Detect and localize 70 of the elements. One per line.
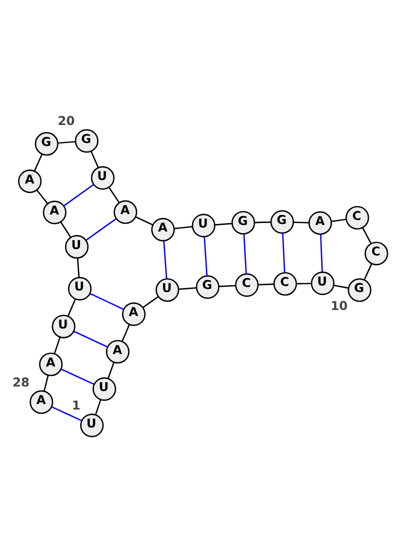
connector <box>68 298 76 316</box>
node-circle: A <box>30 390 54 414</box>
node-circle: G <box>348 278 372 302</box>
node-circle: C <box>273 272 297 296</box>
node-circle: A <box>106 339 130 364</box>
node-circle: G <box>270 210 294 234</box>
connector <box>163 240 168 278</box>
connector <box>136 216 154 225</box>
connector <box>60 368 94 384</box>
node-label: 20 <box>58 114 75 128</box>
connector <box>36 189 48 204</box>
node-circle: A <box>18 168 42 193</box>
node-circle: U <box>192 213 216 237</box>
node-circle: C <box>346 205 370 230</box>
connector <box>331 218 346 222</box>
connector <box>204 236 208 276</box>
connector <box>90 150 99 168</box>
node-circle: U <box>65 234 89 258</box>
connector <box>282 232 286 272</box>
connector <box>254 221 271 223</box>
connector <box>215 222 232 225</box>
connector <box>60 221 72 238</box>
node-circle: U <box>156 278 180 302</box>
node-circle: C <box>364 241 388 265</box>
node-circle: A <box>151 217 175 241</box>
node-circle: G <box>34 132 58 156</box>
connector <box>108 186 120 203</box>
node-label: 1 <box>72 398 80 412</box>
node-label: 28 <box>12 374 30 389</box>
connector <box>293 221 310 223</box>
connector <box>108 362 114 378</box>
node-circle: G <box>74 128 98 152</box>
node-circle: U <box>68 276 92 300</box>
connector <box>74 330 108 347</box>
node-circle: A <box>39 352 63 376</box>
node-circle: U <box>310 271 334 295</box>
node-circle: G <box>231 210 256 234</box>
node-circle: U <box>92 376 116 400</box>
connector <box>34 153 43 171</box>
connector <box>44 374 49 391</box>
connector <box>142 296 158 308</box>
node-circle: G <box>196 274 220 298</box>
node-label: 10 <box>330 298 348 312</box>
node-circle: U <box>90 166 115 190</box>
connector <box>76 258 80 278</box>
node-circle: A <box>42 200 66 224</box>
connector <box>334 284 348 288</box>
node-circle: A <box>114 200 138 224</box>
connector <box>320 234 323 272</box>
node-circle: A <box>122 302 146 326</box>
connector <box>51 406 82 421</box>
connector <box>218 284 236 287</box>
connector <box>64 184 94 206</box>
connector <box>121 324 130 342</box>
connector <box>94 399 102 414</box>
node-circle: U <box>80 413 104 437</box>
connector <box>362 227 372 244</box>
connector <box>258 283 274 285</box>
connector <box>296 282 312 284</box>
connector <box>90 292 124 310</box>
connector <box>58 140 76 144</box>
connector <box>86 218 116 240</box>
node-circle: C <box>235 272 259 296</box>
connector <box>178 286 196 290</box>
node-circle: A <box>308 210 332 234</box>
connector <box>243 234 247 274</box>
connector <box>364 263 372 280</box>
connector <box>174 226 193 229</box>
connector <box>54 336 61 354</box>
node-circle: U <box>52 314 76 338</box>
